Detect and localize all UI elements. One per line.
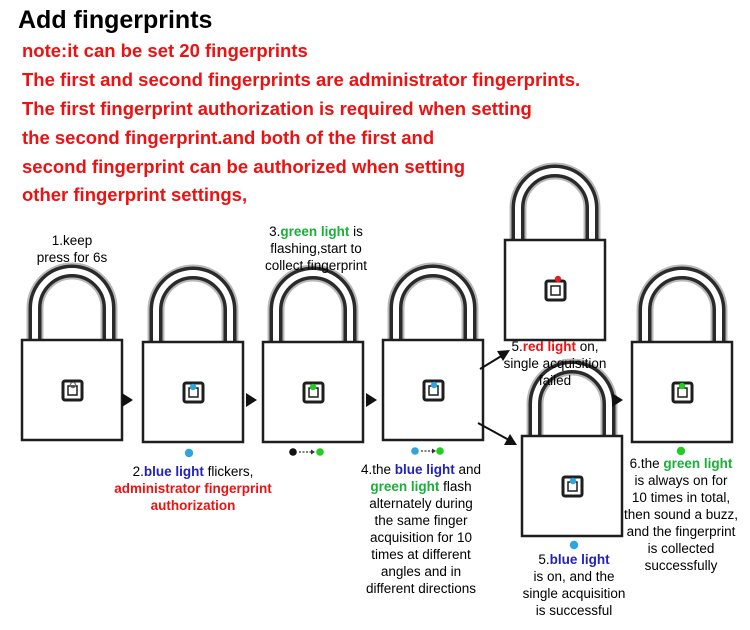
blue-light-dot <box>430 381 438 389</box>
green-light-indicator <box>676 446 686 456</box>
arrow-up-right-icon <box>479 350 510 370</box>
blue-light-dot <box>189 383 197 391</box>
step-2-caption: 2.blue light flickers, administrator fin… <box>114 464 272 513</box>
step-1-caption: 1.keep press for 6s <box>36 233 108 265</box>
step-5-failed-caption: 5.red light on, single acquisition faile… <box>503 339 607 388</box>
blue-green-alternate-indicator <box>411 447 444 455</box>
black-green-alternate-indicator <box>289 448 324 456</box>
note-line-4: the second fingerprint.and both of the f… <box>22 127 435 148</box>
indicator-off-dot <box>69 381 77 389</box>
note-line-3: The first fingerprint authorization is r… <box>22 98 532 119</box>
arrow-right-icon <box>122 393 133 407</box>
padlock-2 <box>143 273 243 442</box>
note-line-2: The first and second fingerprints are ad… <box>22 69 581 90</box>
blue-light-indicator <box>184 448 194 458</box>
step-5-success-caption: 5.blue light is on, and the single acqui… <box>522 552 626 618</box>
padlock-1 <box>22 271 122 440</box>
padlock-5-failed <box>505 171 605 340</box>
padlock-4 <box>383 271 483 440</box>
padlock-3 <box>263 273 363 442</box>
blue-light-indicator <box>569 540 579 550</box>
step-6-caption: 6.the green light is always on for 10 ti… <box>623 456 739 573</box>
green-light-dot <box>678 382 686 390</box>
green-light-dot <box>309 383 317 391</box>
step-3-caption: 3.green light is flashing,start to colle… <box>264 224 368 273</box>
arrow-right-icon <box>366 393 377 407</box>
red-light-dot <box>554 275 562 283</box>
arrow-right-icon <box>246 393 257 407</box>
padlock-5-success <box>522 367 622 536</box>
blue-light-dot <box>569 477 577 485</box>
note-line-5: second fingerprint can be authorized whe… <box>22 156 466 177</box>
arrow-right-icon <box>612 393 623 407</box>
padlock-6 <box>632 273 732 442</box>
step-4-caption: 4.the blue light and green light flash a… <box>360 462 482 596</box>
page-title: Add fingerprints <box>18 6 213 34</box>
note-line-1: note:it can be set 20 fingerprints <box>22 40 308 61</box>
arrow-down-right-icon <box>477 422 517 445</box>
note-line-6: other fingerprint settings, <box>22 184 248 205</box>
